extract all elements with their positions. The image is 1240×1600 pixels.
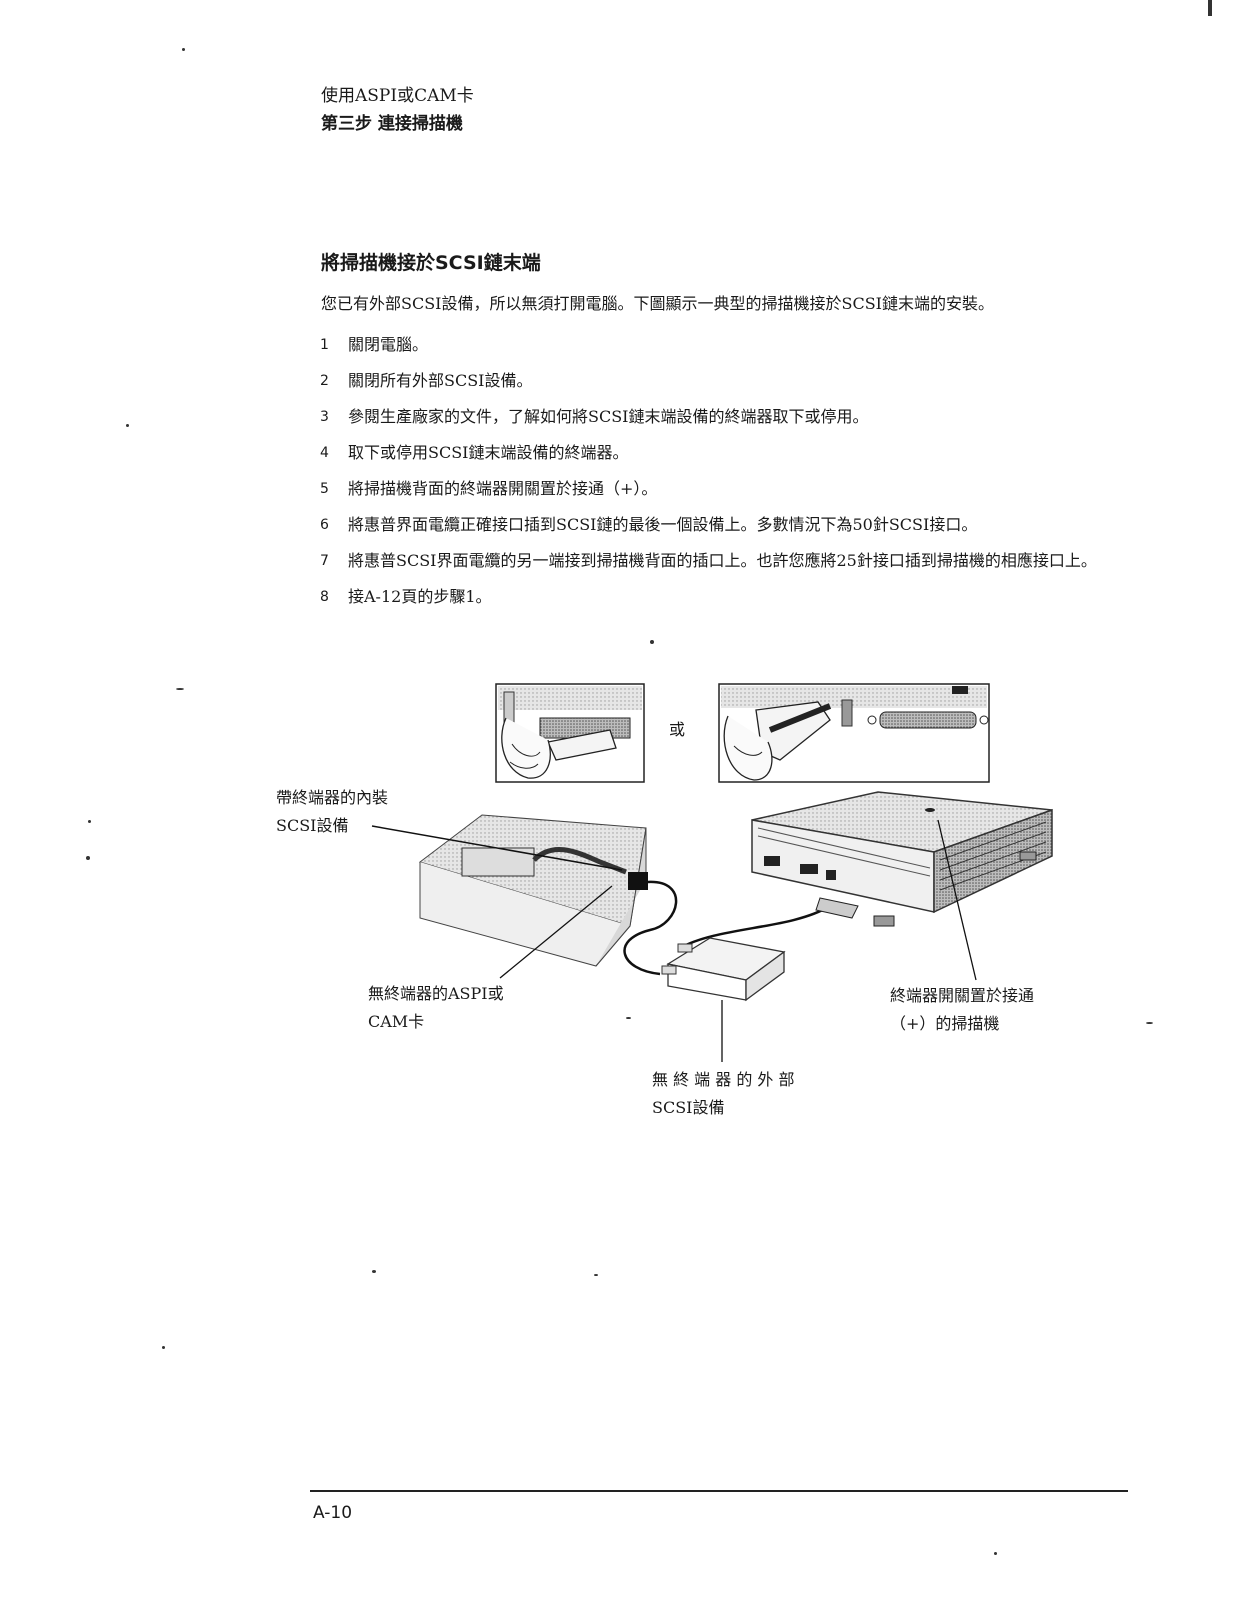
step-text: 接A-12頁的步驟1。 <box>348 587 492 606</box>
section-title: 將掃描機接於SCSI鏈末端 <box>321 252 541 274</box>
scan-speck <box>1208 0 1212 16</box>
scan-speck <box>126 424 129 427</box>
cable-card-to-external <box>623 880 678 976</box>
list-item: 2 關閉所有外部SCSI設備。 <box>320 368 1110 394</box>
list-item: 1 關閉電腦。 <box>320 332 1110 358</box>
list-item: 8 接A-12頁的步驟1。 <box>320 584 1110 610</box>
scan-speck <box>626 1017 631 1019</box>
step-text: 將惠普界面電纜正確接口插到SCSI鏈的最後一個設備上。多數情況下為50針SCSI… <box>348 515 978 534</box>
step-number: 6 <box>320 517 329 533</box>
list-item: 5 將掃描機背面的終端器開關置於接通（+）。 <box>320 476 1110 502</box>
scan-speck <box>86 856 90 860</box>
scanner-device <box>751 791 1053 927</box>
step-number: 8 <box>320 589 329 605</box>
scanner-label: 終端器開關置於接通 （+）的掃描機 <box>890 986 1035 1033</box>
scan-speck <box>594 1274 598 1276</box>
step-text: 關閉所有外部SCSI設備。 <box>348 371 533 390</box>
step-number: 5 <box>320 481 329 497</box>
step-number: 2 <box>320 373 329 389</box>
internal-device-box <box>418 814 648 967</box>
step-number: 7 <box>320 553 329 569</box>
card-label: 無終端器的ASPI或 CAM卡 <box>368 984 504 1031</box>
scan-speck <box>994 1552 997 1555</box>
chapter-header: 使用ASPI或CAM卡 <box>321 86 474 106</box>
internal-device-label: 帶終端器的內裝 SCSI設備 <box>276 788 389 835</box>
intro-paragraph: 您已有外部SCSI設備，所以無須打開電腦。下圖顯示一典型的掃描機接於SCSI鏈末… <box>321 294 994 313</box>
step-header: 第三步 連接掃描機 <box>321 114 463 134</box>
list-item: 3 參閱生產廠家的文件，了解如何將SCSI鏈末端設備的終端器取下或停用。 <box>320 404 1110 430</box>
step-list: 1 關閉電腦。 2 關閉所有外部SCSI設備。 3 參閱生產廠家的文件，了解如何將SC… <box>320 332 1110 620</box>
list-item: 4 取下或停用SCSI鏈末端設備的終端器。 <box>320 440 1110 466</box>
scan-speck <box>88 820 91 823</box>
footer-rule <box>310 1490 1128 1492</box>
external-scsi-device <box>661 937 786 1002</box>
scan-speck <box>372 1270 376 1273</box>
or-label: 或 <box>669 720 686 739</box>
step-number: 3 <box>320 409 329 425</box>
scan-speck <box>182 48 185 51</box>
list-item: 6 將惠普界面電纜正確接口插到SCSI鏈的最後一個設備上。多數情況下為50針SCS… <box>320 512 1110 538</box>
scan-speck <box>1146 1022 1153 1024</box>
step-text: 參閱生產廠家的文件，了解如何將SCSI鏈末端設備的終端器取下或停用。 <box>348 407 869 426</box>
step-number: 1 <box>320 337 329 353</box>
leader-line-internal-device <box>371 825 623 871</box>
connector-inset-25pin <box>718 683 990 783</box>
step-text: 取下或停用SCSI鏈末端設備的終端器。 <box>348 443 629 462</box>
connector-inset-50pin <box>495 683 645 783</box>
step-text: 關閉電腦。 <box>348 335 429 354</box>
scan-speck <box>650 640 654 644</box>
scan-speck <box>176 688 184 690</box>
step-number: 4 <box>320 445 329 461</box>
scan-speck <box>162 1346 165 1349</box>
list-item: 7 將惠普SCSI界面電纜的另一端接到掃描機背面的插口上。也許您應將25針接口插到… <box>320 548 1110 574</box>
step-text: 將掃描機背面的終端器開關置於接通（+）。 <box>348 479 658 498</box>
cable-external-to-scanner <box>679 904 831 950</box>
leader-line-card <box>499 885 613 979</box>
leader-line-scanner <box>937 819 977 981</box>
step-text: 將惠普SCSI界面電纜的另一端接到掃描機背面的插口上。也許您應將25針接口插到掃… <box>348 551 1097 570</box>
page-number: A-10 <box>313 1503 353 1523</box>
external-device-label: 無 終 端 器 的 外 部 SCSI設備 <box>652 1070 795 1117</box>
